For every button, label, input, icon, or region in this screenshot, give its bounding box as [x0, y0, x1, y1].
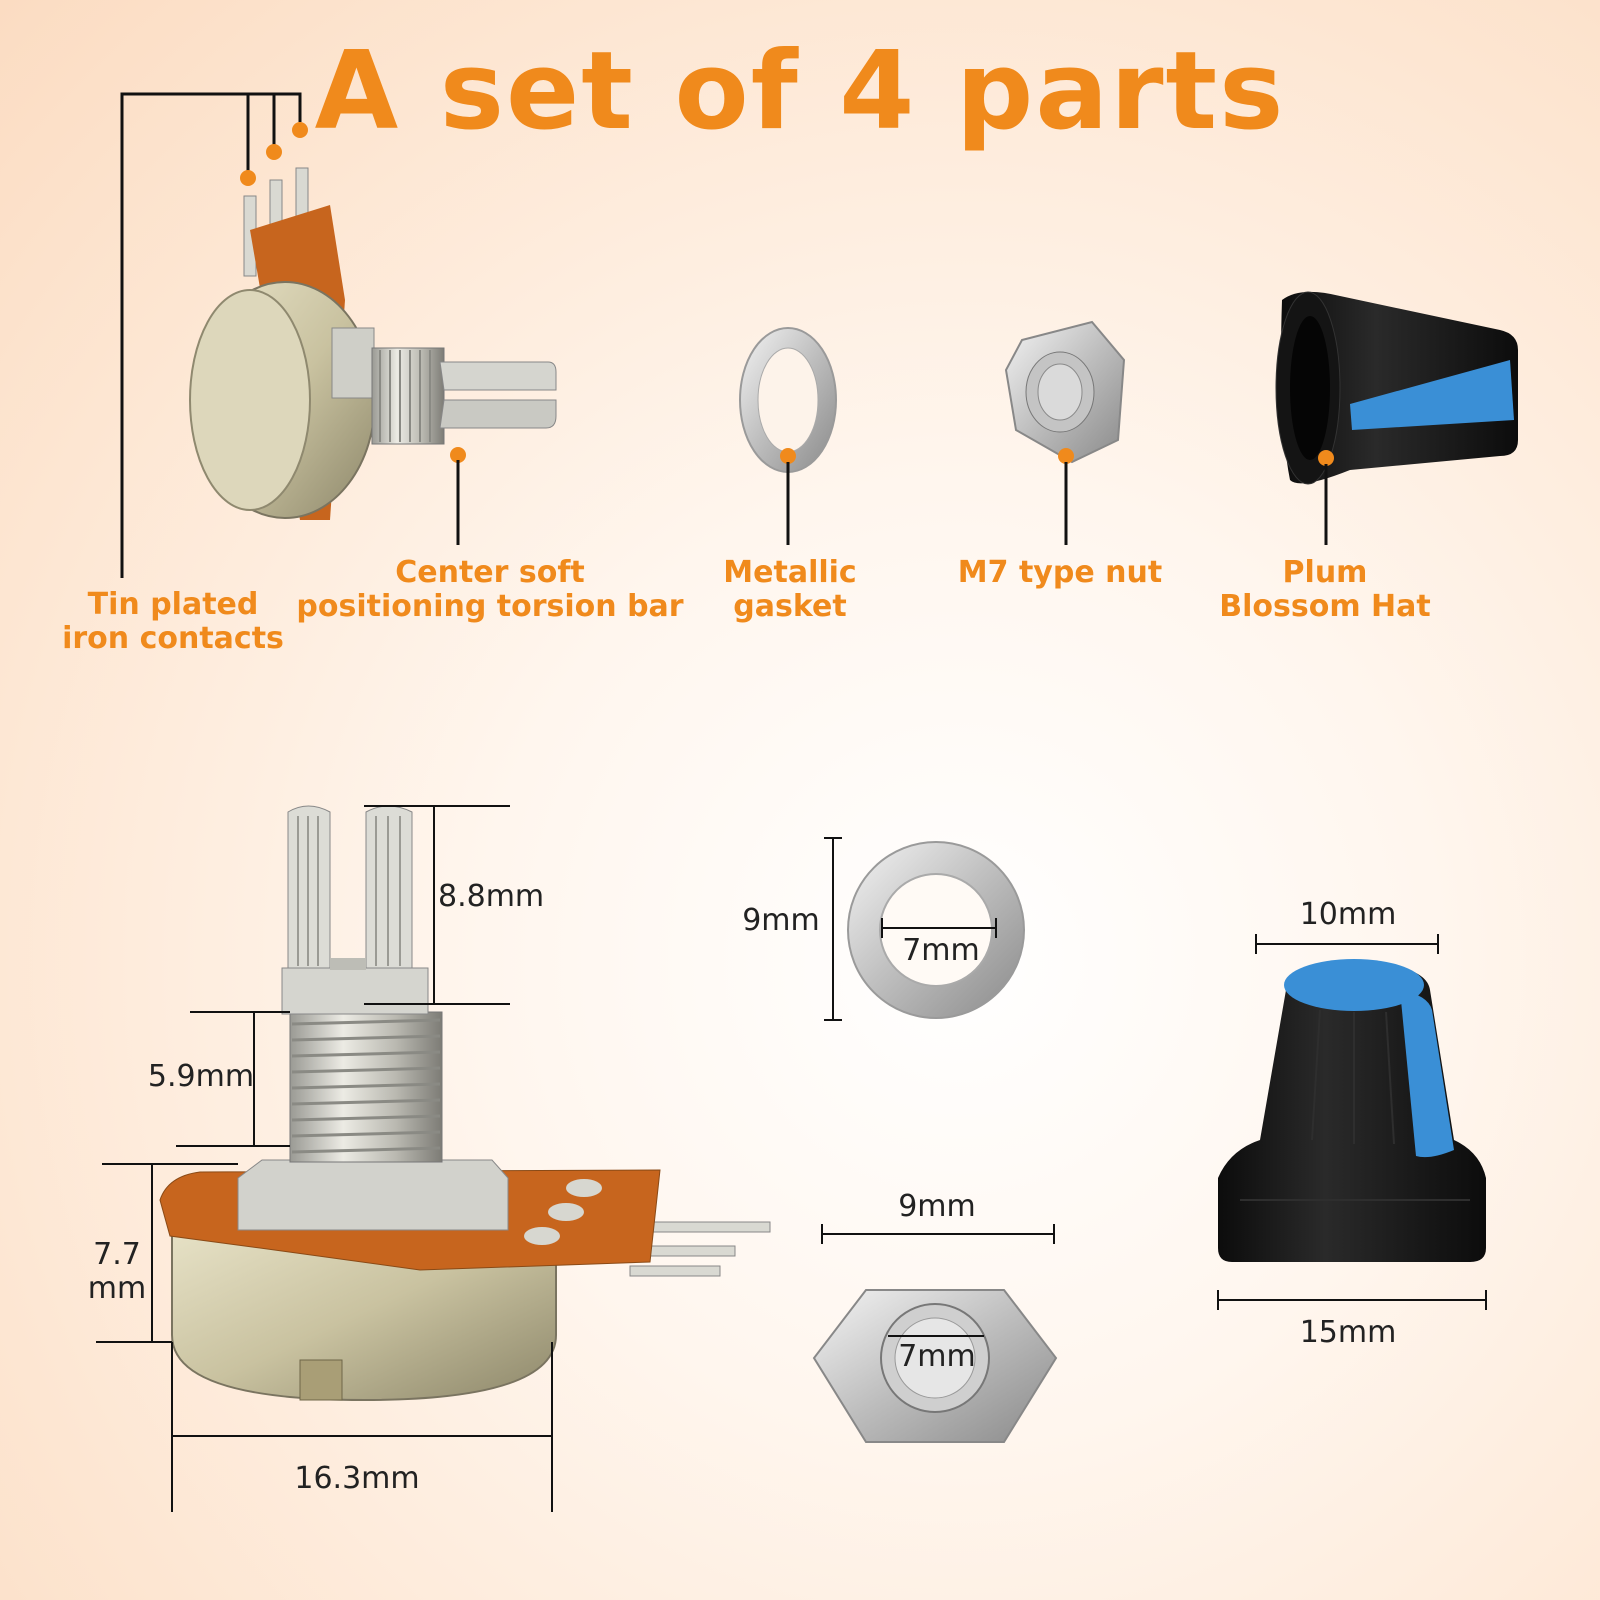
gasket-side-image: [739, 327, 837, 545]
nut-front-image: [812, 1289, 1058, 1443]
dim-nut-outer: 9mm: [898, 1189, 976, 1224]
dim-shaft-knurl: 8.8mm: [438, 879, 545, 914]
nut-side-image: [1004, 320, 1126, 545]
dim-knob-top: 10mm: [1299, 897, 1397, 932]
gasket-front-image: [847, 841, 1025, 1019]
dim-thread: 5.9mm: [147, 1059, 255, 1094]
dim-nut-inner: 7mm: [898, 1339, 976, 1374]
potentiometer-front-image: [159, 805, 771, 1402]
contacts-callout-dots: [240, 122, 308, 186]
dim-body-width: 16.3mm: [294, 1461, 420, 1496]
page-title: A set of 4 parts: [314, 29, 1286, 154]
label-contacts: Tin plated iron contacts: [62, 587, 284, 656]
contacts-callout: [120, 92, 302, 578]
gasket-dimension-lines: [824, 837, 997, 1021]
dim-gasket-outer: 9mm: [742, 903, 820, 938]
dim-body-height: 7.7 mm: [87, 1237, 147, 1306]
dim-gasket-inner: 7mm: [902, 933, 980, 968]
torsion-bar-callout: [450, 447, 466, 545]
thread-lines: [291, 1018, 441, 1154]
label-hat: Plum Blossom Hat: [1219, 555, 1431, 624]
potentiometer-dimension-lines: [96, 805, 553, 1512]
knob-front-image: [1218, 959, 1486, 1262]
potentiometer-side-image: [189, 167, 557, 520]
knob-dimension-lines: [1217, 934, 1487, 1310]
label-torsion-bar: Center soft positioning torsion bar: [296, 555, 684, 624]
dim-knob-base: 15mm: [1299, 1315, 1397, 1350]
label-gasket: Metallic gasket: [723, 555, 857, 624]
label-nut: M7 type nut: [957, 555, 1163, 590]
nut-dimension-lines: [821, 1224, 1055, 1337]
knob-side-image: [1275, 291, 1518, 545]
